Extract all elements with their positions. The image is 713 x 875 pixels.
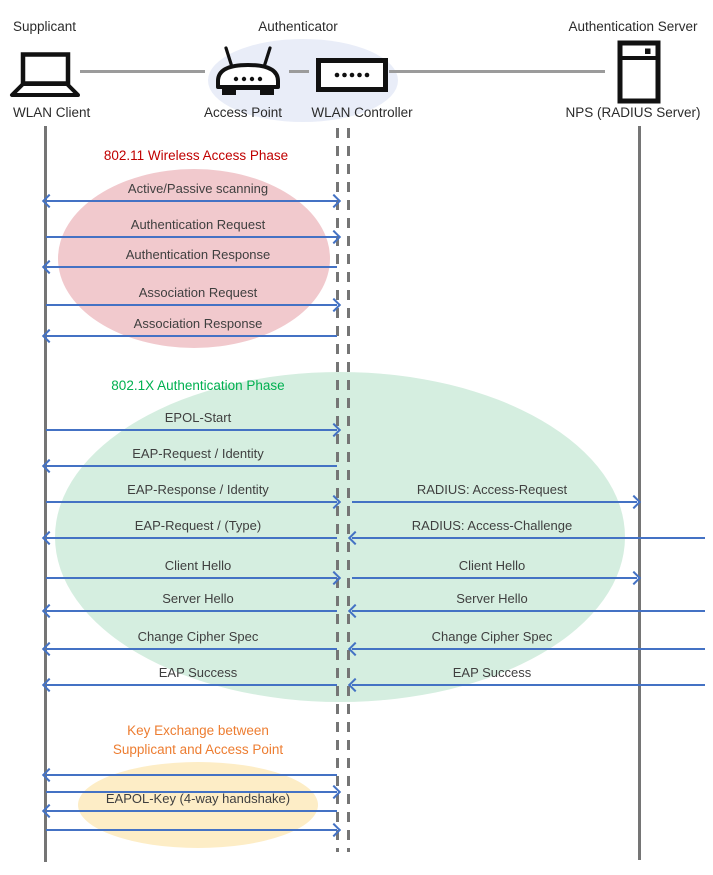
message-label: Active/Passive scanning bbox=[127, 181, 269, 196]
arrowhead-left-icon bbox=[347, 677, 363, 693]
access-point-icon bbox=[211, 44, 285, 105]
arrowhead-right-icon bbox=[326, 784, 342, 800]
message-label: Change Cipher Spec bbox=[431, 629, 553, 644]
message-arrow bbox=[347, 641, 705, 657]
message-arrow bbox=[41, 677, 337, 693]
arrowhead-right-icon bbox=[326, 422, 342, 438]
role-label-supplicant: Supplicant bbox=[13, 19, 77, 34]
message-label: Authentication Request bbox=[130, 217, 266, 232]
message-arrow bbox=[352, 494, 642, 510]
message-label: EAP-Request / Identity bbox=[132, 446, 264, 461]
message-label: EAP Success bbox=[158, 665, 238, 680]
server-icon bbox=[617, 40, 661, 109]
phase1-title: 802.11 Wireless Access Phase bbox=[103, 148, 289, 163]
lifeline-controller-dashed-1 bbox=[336, 128, 339, 852]
arrowhead-left-icon bbox=[41, 803, 57, 819]
message-arrow bbox=[46, 822, 342, 838]
message-arrow bbox=[46, 297, 342, 313]
arrowhead-right-icon bbox=[626, 494, 642, 510]
device-label-access-point: Access Point bbox=[203, 105, 283, 120]
message-arrow bbox=[46, 494, 342, 510]
connector-client-ap bbox=[80, 70, 205, 73]
phase2-title: 802.1X Authentication Phase bbox=[111, 378, 285, 393]
message-label: RADIUS: Access-Request bbox=[416, 482, 568, 497]
arrowhead-right-icon bbox=[326, 297, 342, 313]
arrowhead-right-icon bbox=[326, 494, 342, 510]
laptop-icon bbox=[9, 52, 81, 103]
message-arrow bbox=[352, 570, 642, 586]
role-label-authentication-server: Authentication Server bbox=[568, 19, 698, 34]
message-label: RADIUS: Access-Challenge bbox=[411, 518, 573, 533]
arrowhead-left-icon bbox=[41, 458, 57, 474]
lifeline-controller-dashed-2 bbox=[347, 128, 350, 852]
message-arrow bbox=[41, 530, 337, 546]
arrowhead-left-icon bbox=[41, 677, 57, 693]
message-label: Change Cipher Spec bbox=[137, 629, 259, 644]
role-label-authenticator: Authenticator bbox=[258, 19, 338, 34]
device-label-wlan-controller: WLAN Controller bbox=[311, 105, 413, 120]
message-arrow bbox=[41, 641, 337, 657]
message-label: Client Hello bbox=[164, 558, 232, 573]
arrowhead-right-icon bbox=[326, 229, 342, 245]
phase3-title: Key Exchange between Supplicant and Acce… bbox=[112, 723, 284, 757]
message-label: Server Hello bbox=[456, 591, 528, 606]
message-arrow bbox=[41, 603, 337, 619]
message-arrow bbox=[46, 229, 342, 245]
phase1-ellipse bbox=[58, 169, 330, 348]
message-label: Client Hello bbox=[458, 558, 526, 573]
arrowhead-left-icon bbox=[347, 641, 363, 657]
message-label: EAP-Response / Identity bbox=[127, 482, 269, 497]
message-label: EAPOL-Key (4-way handshake) bbox=[105, 791, 291, 806]
lifeline-supplicant bbox=[44, 126, 47, 862]
message-arrow bbox=[41, 193, 342, 209]
message-label: EAP-Request / (Type) bbox=[134, 518, 262, 533]
message-arrow bbox=[46, 422, 342, 438]
arrowhead-left-icon bbox=[41, 259, 57, 275]
message-arrow bbox=[46, 570, 342, 586]
message-arrow bbox=[347, 677, 705, 693]
message-arrow bbox=[347, 530, 705, 546]
message-arrow bbox=[41, 767, 337, 783]
device-label-wlan-client: WLAN Client bbox=[13, 105, 91, 120]
message-label: Authentication Response bbox=[125, 247, 271, 262]
message-arrow bbox=[41, 259, 337, 275]
message-arrow bbox=[41, 803, 337, 819]
message-label: Association Response bbox=[133, 316, 263, 331]
arrowhead-left-icon bbox=[347, 603, 363, 619]
message-label: EAP Success bbox=[452, 665, 532, 680]
arrowhead-left-icon bbox=[347, 530, 363, 546]
message-arrow bbox=[46, 784, 342, 800]
arrowhead-left-icon bbox=[41, 328, 57, 344]
arrowhead-right-icon bbox=[326, 570, 342, 586]
arrowhead-left-icon bbox=[41, 193, 57, 209]
arrowhead-left-icon bbox=[41, 641, 57, 657]
arrowhead-left-icon bbox=[41, 767, 57, 783]
message-label: Association Request bbox=[138, 285, 258, 300]
device-label-nps: NPS (RADIUS Server) bbox=[565, 105, 701, 120]
wlan-controller-icon bbox=[316, 58, 388, 97]
message-label: EPOL-Start bbox=[164, 410, 232, 425]
arrowhead-right-icon bbox=[626, 570, 642, 586]
arrowhead-left-icon bbox=[41, 530, 57, 546]
message-arrow bbox=[41, 328, 337, 344]
connector-controller-server bbox=[389, 70, 605, 73]
message-arrow bbox=[41, 458, 337, 474]
arrowhead-left-icon bbox=[41, 603, 57, 619]
message-arrow bbox=[347, 603, 705, 619]
message-label: Server Hello bbox=[162, 591, 234, 606]
arrowhead-right-icon bbox=[326, 193, 342, 209]
connector-ap-controller bbox=[289, 70, 309, 73]
arrowhead-right-icon bbox=[326, 822, 342, 838]
lifeline-server bbox=[638, 126, 641, 860]
phase3-ellipse bbox=[78, 762, 318, 848]
